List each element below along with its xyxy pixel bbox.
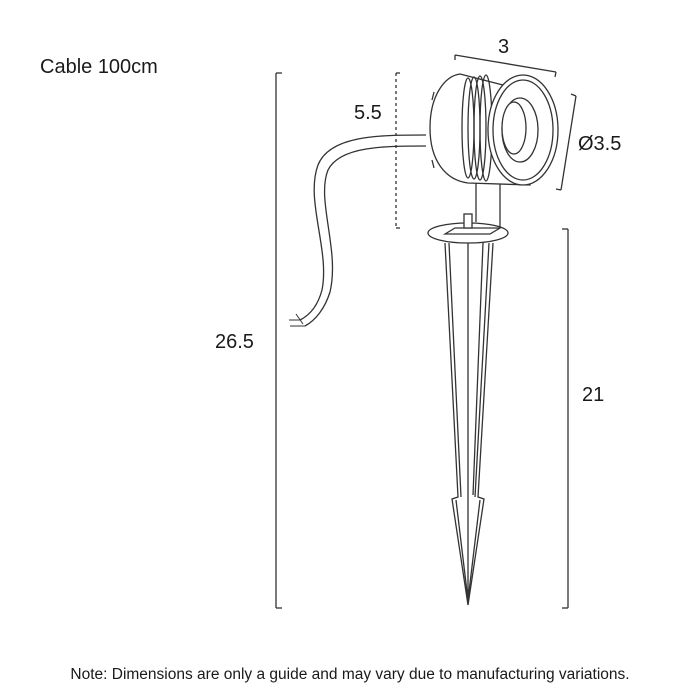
head-length-label: 3 (498, 36, 510, 58)
head-length-dimension-line (454, 54, 557, 78)
light-head (429, 73, 559, 186)
spike-length-label: 21 (582, 384, 605, 406)
diameter-dimension-line (555, 93, 577, 191)
stem (475, 180, 501, 226)
cable-length-label: Cable 100cm (40, 56, 158, 78)
disclaimer-note: Note: Dimensions are only a guide and ma… (70, 666, 630, 683)
total-height-dimension-line (275, 72, 282, 609)
base-plate (427, 213, 509, 244)
head-height-dimension-line (395, 72, 400, 229)
cable (289, 134, 427, 327)
head-diameter-label: Ø3.5 (578, 133, 622, 155)
total-height-label: 26.5 (215, 331, 254, 353)
head-height-label: 5.5 (354, 102, 382, 124)
ground-spike (444, 242, 494, 606)
spike-length-dimension-line (562, 228, 569, 609)
